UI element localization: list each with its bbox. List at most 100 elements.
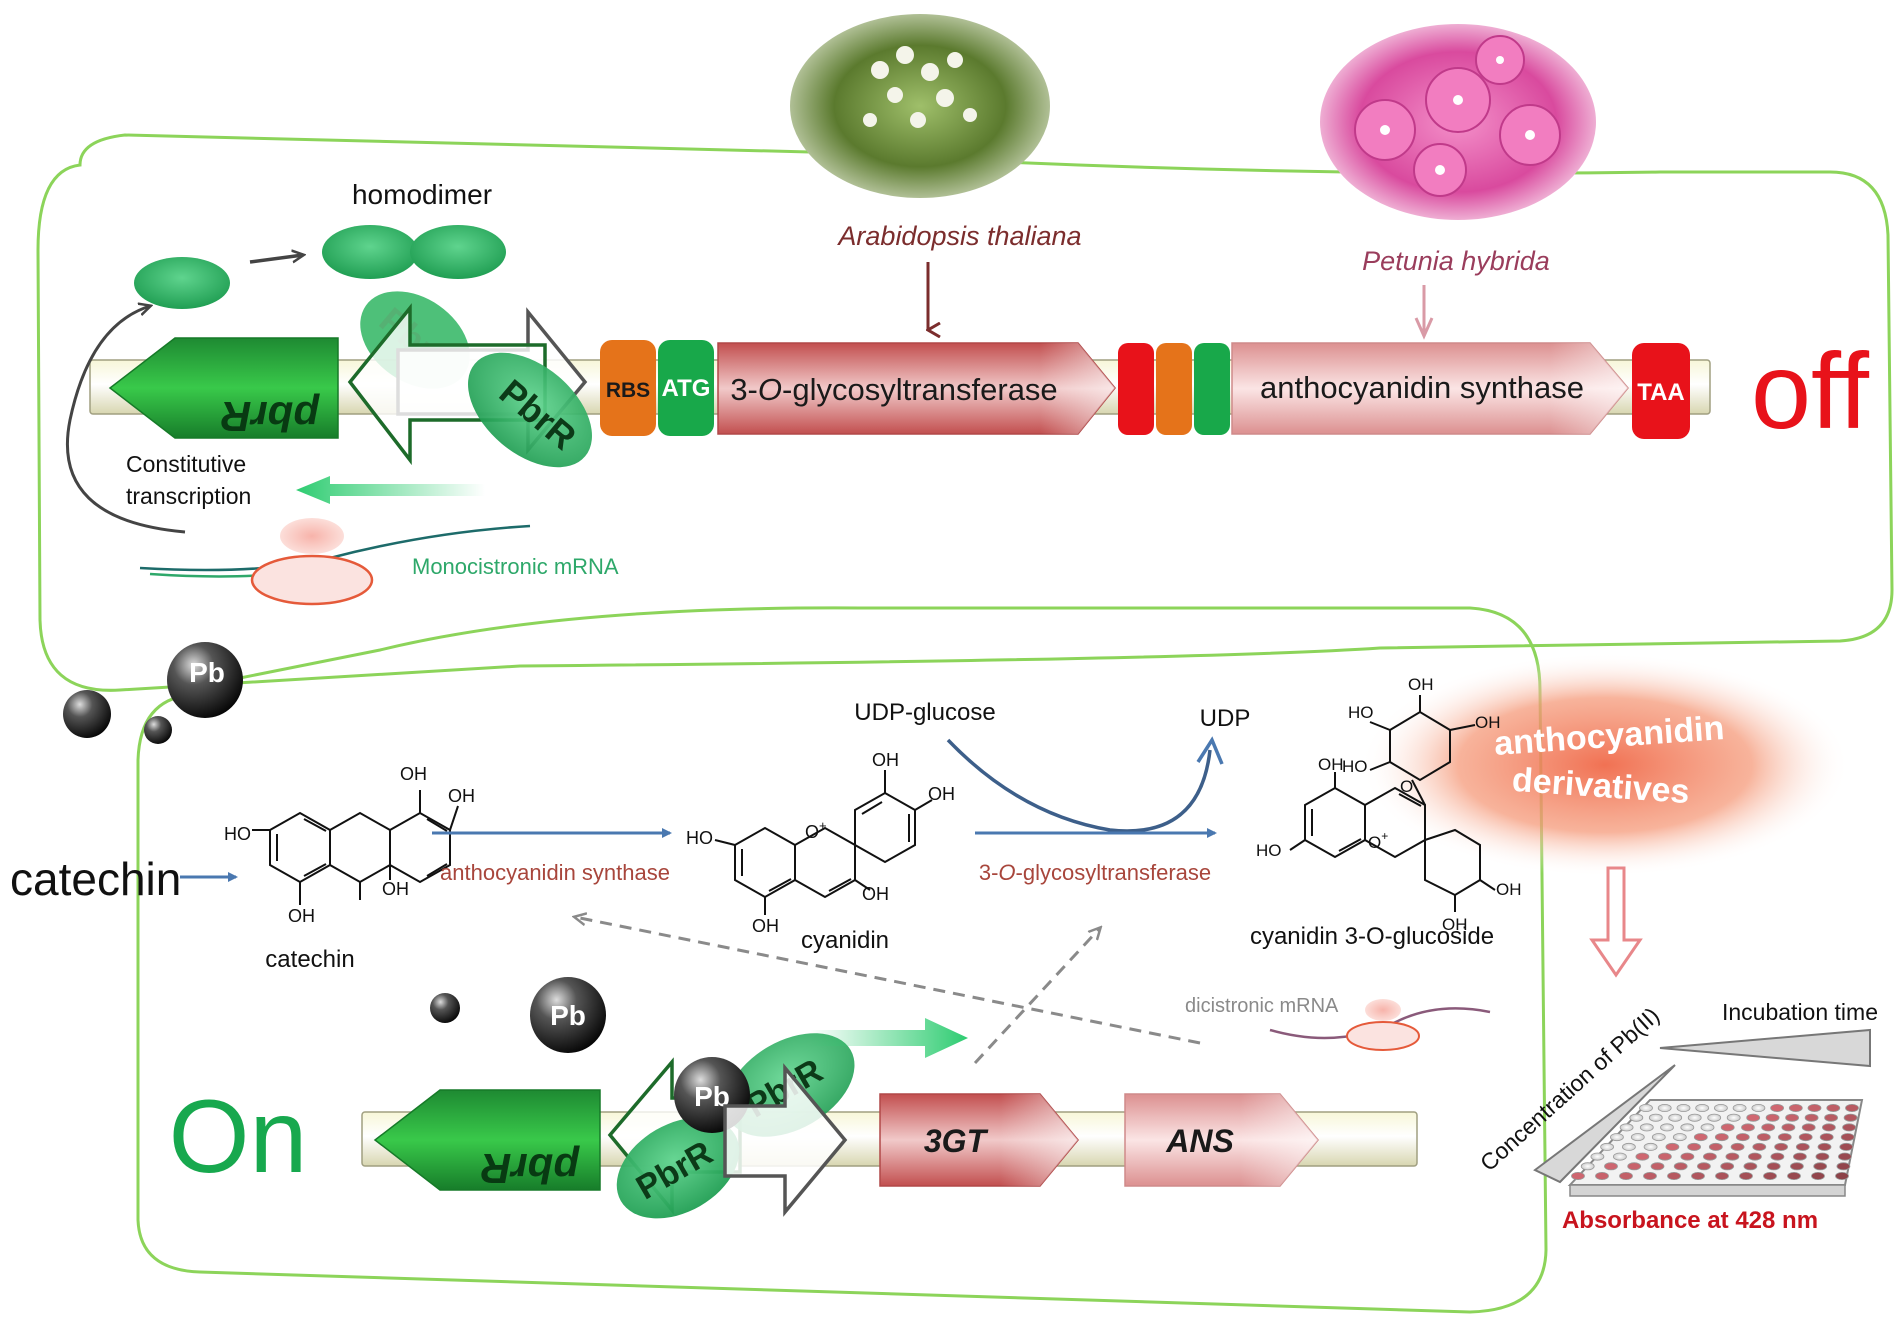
microplate-well	[1650, 1162, 1665, 1171]
petunia-label: Petunia hybrida	[1362, 246, 1550, 276]
top-taa-label: TAA	[1637, 379, 1685, 406]
top-atg2-box	[1194, 343, 1230, 435]
microplate-well	[1774, 1142, 1788, 1151]
c3g-name: cyanidin 3-O-glucoside	[1250, 923, 1494, 950]
bottom-transcription-arrow	[810, 1018, 968, 1058]
ribosome-large	[250, 554, 374, 606]
on-label: On	[169, 1079, 308, 1195]
top-rbs-label: RBS	[606, 379, 650, 402]
microplate-well	[1590, 1152, 1605, 1161]
arabidopsis-flower-photo	[790, 14, 1050, 198]
microplate-well	[1627, 1162, 1642, 1171]
catechin-oh-4: OH	[288, 906, 315, 926]
catechin-name: catechin	[265, 946, 354, 973]
c3g-o-link: O	[1400, 777, 1413, 796]
concentration-wedge	[1533, 1064, 1676, 1184]
microplate-well	[1707, 1113, 1722, 1122]
feedback-arrow	[65, 306, 186, 534]
absorbance-label: Absorbance at 428 nm	[1562, 1207, 1818, 1234]
microplate-well	[1580, 1162, 1595, 1171]
microplate-well	[1770, 1104, 1784, 1113]
microplate-well	[1667, 1172, 1681, 1181]
bottom-pbrR-gene-label: pbrR	[480, 1145, 580, 1192]
top-pbrR-gene-arrow: pbrR	[108, 337, 339, 440]
microplate-well	[1668, 1113, 1683, 1122]
microplate-well	[1807, 1104, 1822, 1113]
microplate-well	[1836, 1162, 1851, 1171]
c3g-o-plus: O+	[1368, 829, 1388, 852]
microplate-well	[1763, 1172, 1777, 1181]
microplate-well	[1715, 1172, 1729, 1181]
microplate-well	[1657, 1104, 1672, 1113]
microplate-well	[1720, 1162, 1735, 1171]
top-stop-box	[1118, 343, 1154, 435]
microplate-well	[1643, 1172, 1657, 1181]
monomer-protein	[134, 257, 230, 309]
lead-ion-label: Pb	[189, 657, 225, 688]
microplate-well	[1639, 1104, 1653, 1113]
microplate-well	[1793, 1152, 1807, 1161]
arabidopsis-label: Arabidopsis thaliana	[836, 221, 1081, 251]
microplate-well	[1838, 1152, 1852, 1161]
microplate-well	[1700, 1123, 1715, 1132]
gt-feedback-dashed	[973, 928, 1100, 1065]
arabidopsis-flower-icons	[863, 46, 977, 128]
microplate-well	[1622, 1142, 1636, 1151]
catechin-oh-1: OH	[400, 764, 427, 784]
dicistronic-ribosome-large	[1346, 1021, 1420, 1051]
bottom-pbrR-gene-arrow: pbrR	[373, 1089, 601, 1192]
cyanidin-o-plus: O+	[805, 818, 827, 842]
derivatives-glow	[1360, 653, 1850, 877]
top-atg-label: ATG	[662, 375, 711, 402]
microplate-well	[1748, 1152, 1762, 1161]
microplate-well	[1730, 1142, 1745, 1151]
microplate-well	[1630, 1133, 1645, 1142]
microplate-well	[1639, 1123, 1654, 1132]
microplate-well	[1693, 1133, 1708, 1142]
microplate-well	[1804, 1113, 1819, 1122]
c3g-oh-c: OH	[1442, 915, 1468, 934]
microplate-well	[1770, 1152, 1785, 1161]
lead-ion-sphere-1	[63, 690, 111, 738]
microplate-well	[1571, 1172, 1585, 1181]
udp-label: UDP	[1200, 705, 1251, 732]
c3g-structure	[1289, 695, 1496, 912]
homodimer-protein-right	[410, 225, 506, 279]
microplate-well	[1840, 1133, 1855, 1142]
microplate-well	[1619, 1172, 1633, 1181]
dicistronic-ribosome-small	[1365, 999, 1401, 1021]
microplate-well	[1766, 1162, 1781, 1171]
top-pbrR-gene-label: pbrR	[220, 393, 320, 440]
homodimer-protein-left	[322, 225, 418, 279]
microplate-well	[1687, 1113, 1702, 1122]
microplate-well	[1835, 1172, 1849, 1181]
catechin-input-label: catechin	[10, 853, 181, 905]
assay-down-arrow	[1589, 866, 1643, 978]
homodimer-label: homodimer	[352, 179, 492, 210]
cyanidin-oh-3: OH	[862, 884, 889, 904]
microplate-well	[1708, 1142, 1723, 1151]
microplate-well	[1824, 1113, 1838, 1122]
bottom-panel-frame	[136, 606, 1548, 1314]
cyanidin-structure	[714, 770, 933, 915]
dicistronic-mrna-strand	[1269, 1007, 1491, 1040]
microplate-well	[1845, 1104, 1859, 1113]
microplate-well	[1703, 1152, 1717, 1161]
top-taa-box	[1632, 343, 1690, 439]
bottom-ans-gene-label: ANS	[1165, 1123, 1234, 1159]
microplate-well	[1752, 1142, 1767, 1151]
catechin-ho: HO	[224, 824, 251, 844]
monocistronic-mrna-label: Monocistronic mRNA	[412, 554, 619, 579]
cyanidin-oh-1: OH	[872, 750, 899, 770]
microplate-well	[1695, 1104, 1710, 1113]
c3g-oh-b: OH	[1496, 880, 1522, 899]
microplate-well	[1665, 1142, 1680, 1151]
microplate-well	[1595, 1172, 1609, 1181]
c3g-oh-a: OH	[1318, 755, 1344, 774]
microplate-well	[1610, 1133, 1624, 1142]
microplate-well	[1826, 1104, 1841, 1113]
cyanidin-ho: HO	[686, 828, 713, 848]
cyanidin-oh-2: OH	[928, 784, 955, 804]
top-ans-gene-label: anthocyanidin synthase	[1260, 370, 1584, 405]
incubation-label: Incubation time	[1722, 999, 1878, 1025]
